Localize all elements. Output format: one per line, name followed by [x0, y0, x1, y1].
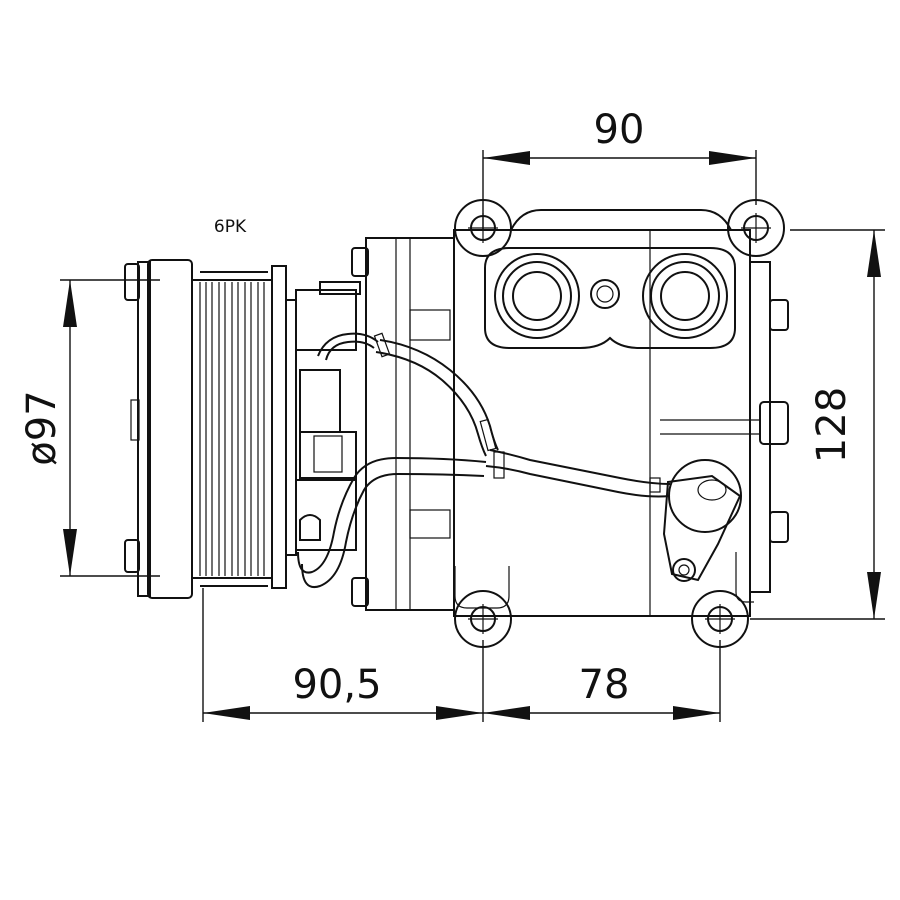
- clutch-coil: [295, 281, 361, 551]
- suction-port-icon: [494, 253, 580, 339]
- dimension-height: 128: [750, 229, 885, 620]
- dim-label-height: 128: [809, 387, 855, 463]
- pulley-label: 6PK: [214, 217, 247, 237]
- dimension-top-width: 90: [482, 107, 757, 230]
- discharge-port-icon: [642, 253, 728, 339]
- compressor-body: [351, 199, 789, 648]
- refrigerant-ports: [484, 247, 736, 349]
- clutch-pulley: [124, 259, 297, 599]
- dimension-bottom: 90,5 78: [202, 588, 721, 722]
- dim-label-bottom-left: 90,5: [292, 662, 381, 708]
- dim-label-diameter: ø97: [19, 390, 65, 465]
- wiring-harness: [297, 332, 671, 588]
- pressure-switch: [662, 459, 742, 582]
- dim-label-bottom-right: 78: [579, 662, 630, 708]
- dim-label-top: 90: [594, 107, 645, 153]
- dimension-pulley-diameter: ø97: [19, 279, 160, 577]
